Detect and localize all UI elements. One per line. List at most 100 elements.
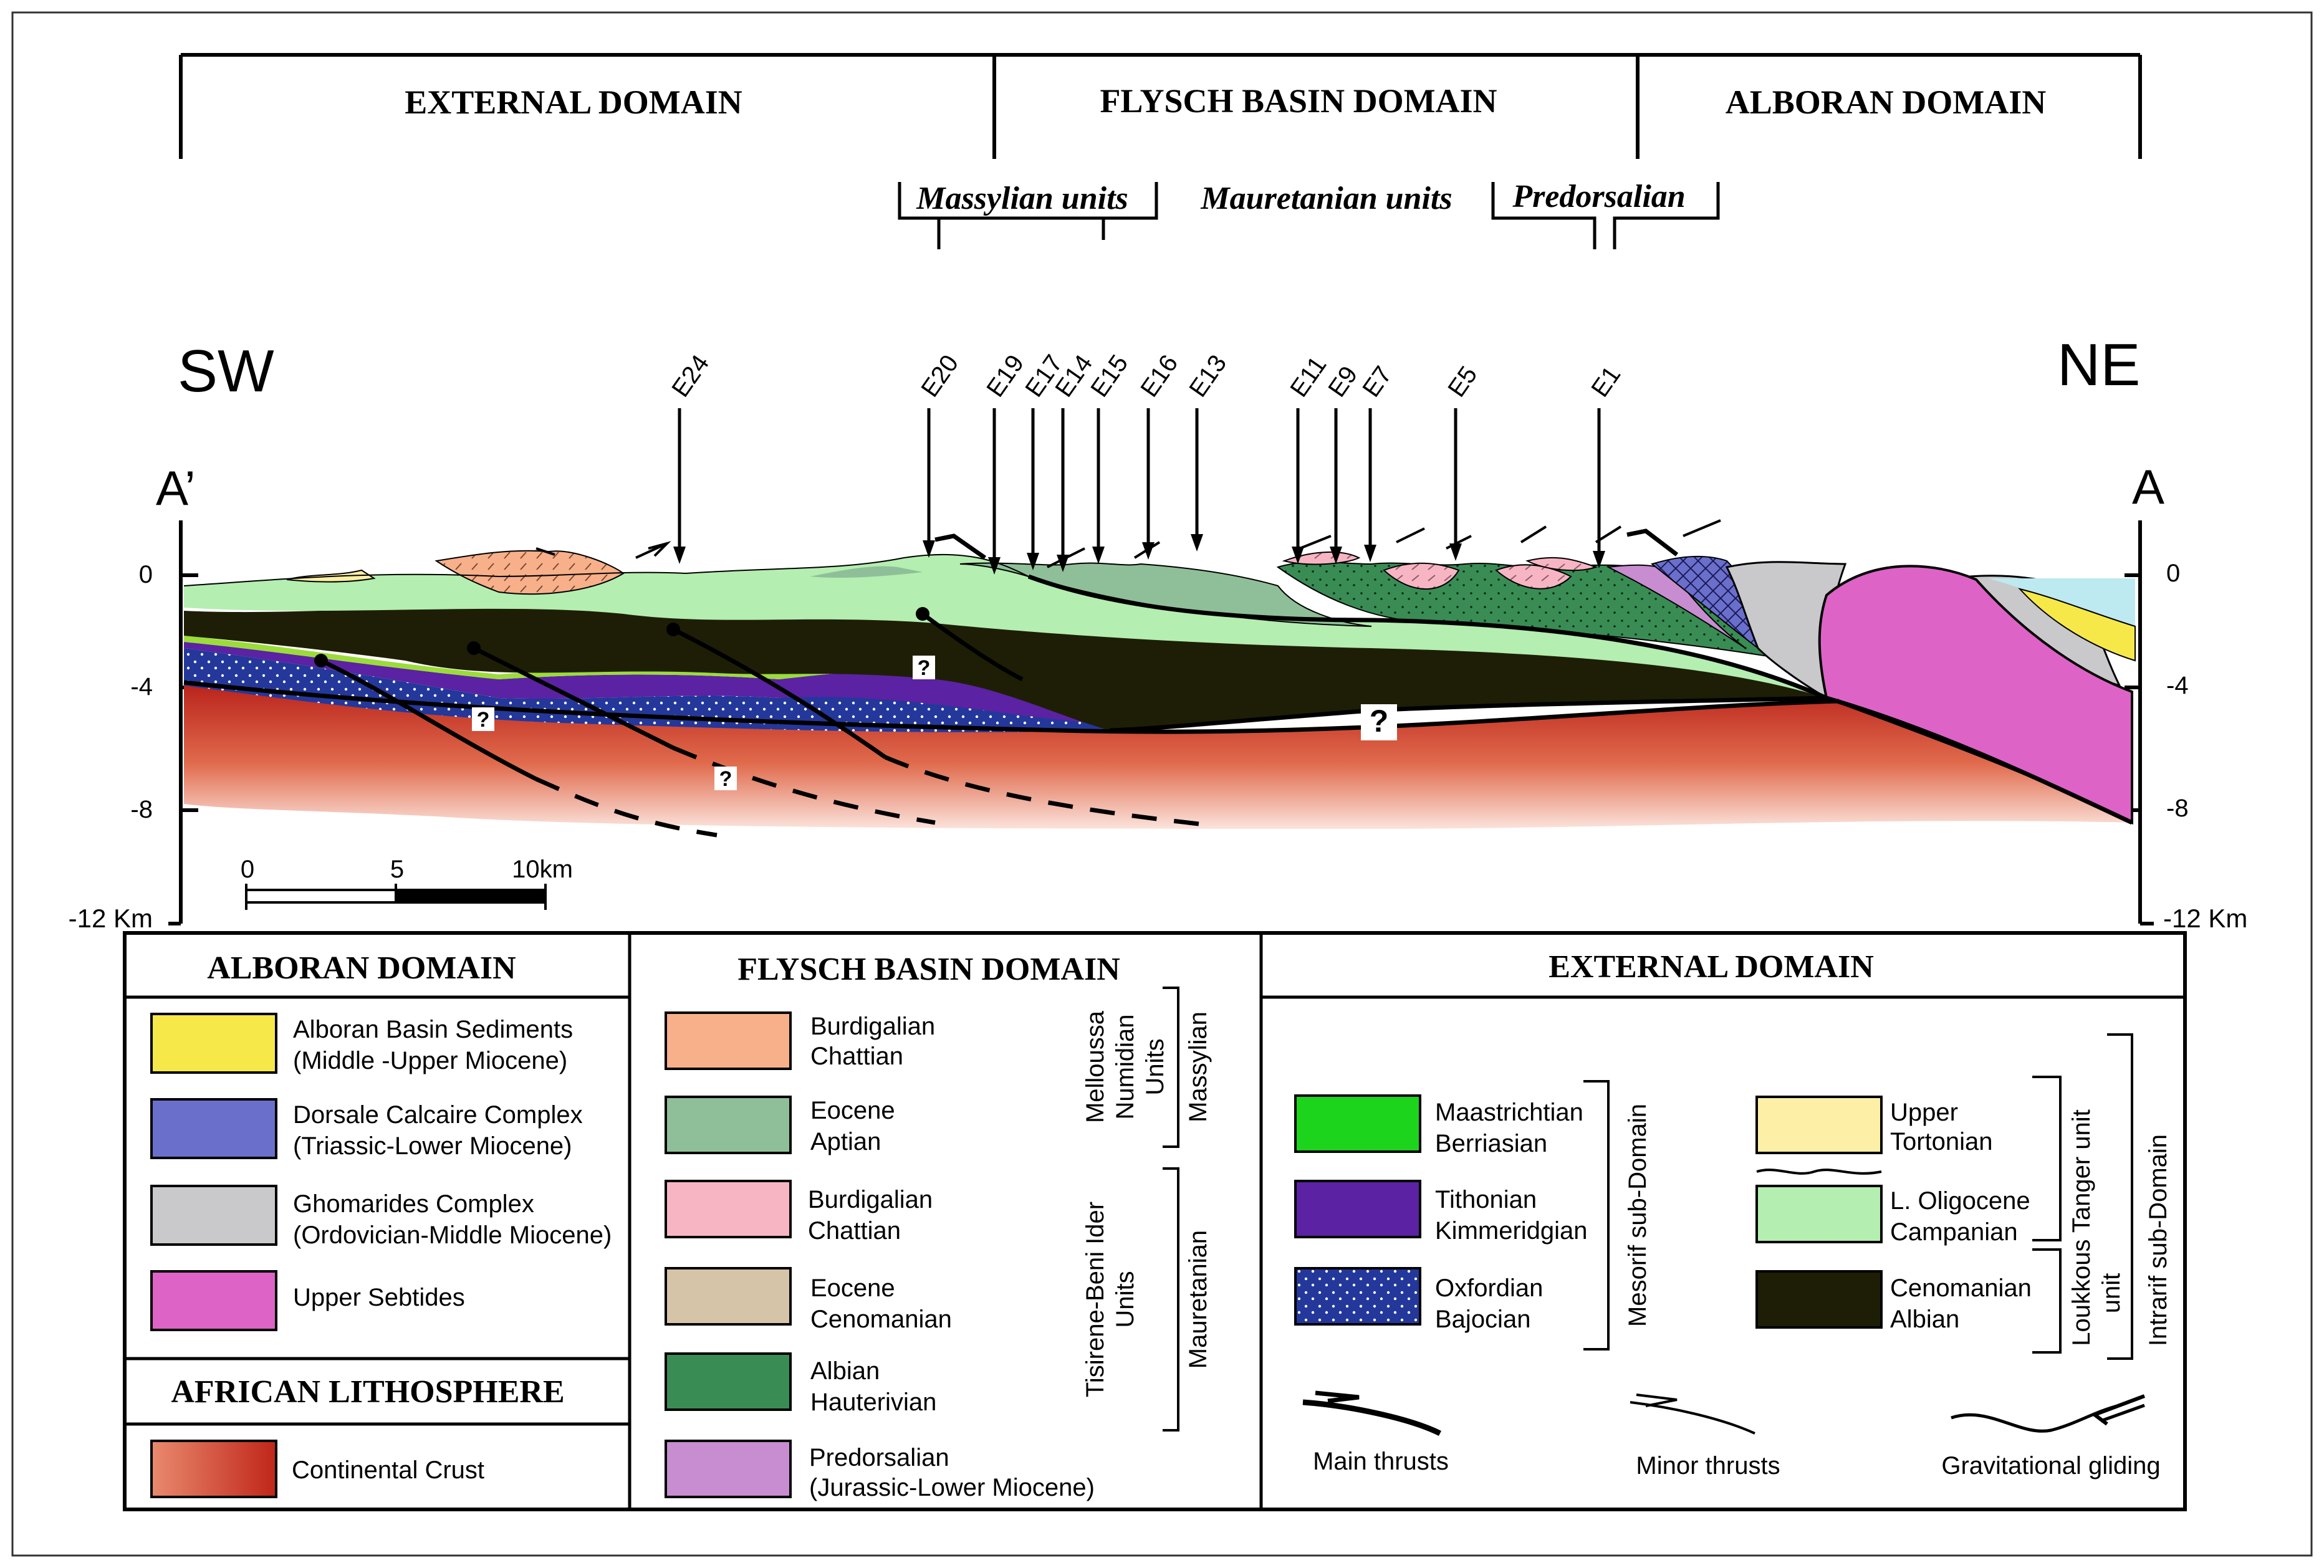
external-left-2-line2: Bajocian <box>1435 1306 1530 1333</box>
well-e9-arrowhead <box>1330 547 1342 564</box>
external-right-2-line1: Cenomanian <box>1890 1274 2032 1302</box>
left-tick-8: -8 <box>130 796 153 823</box>
mauretanian-pink-2 <box>1383 562 1460 590</box>
well-e24-label: E24 <box>666 350 714 403</box>
well-e5-label: E5 <box>1443 361 1482 402</box>
flysch-item-0-line2: Chattian <box>810 1043 903 1070</box>
flysch-swatch-4 <box>665 1352 792 1411</box>
flysch-swatch-2 <box>665 1180 792 1238</box>
main-thrust-lines <box>183 574 2133 825</box>
external-swatch-3 <box>1755 1096 1883 1154</box>
alboran-swatch-3 <box>150 1270 277 1331</box>
mesorif-bracket <box>1583 1080 1610 1350</box>
external-legend-right: Upper Tortonian L. Oligocene Campanian C… <box>1755 1096 2032 1333</box>
question-mark-2: ? <box>719 767 732 791</box>
well-e13-label: E13 <box>1184 350 1232 403</box>
question-mark-3: ? <box>918 656 931 680</box>
external-right-2-line2: Albian <box>1890 1306 1959 1333</box>
well-e1-label: E1 <box>1586 361 1626 402</box>
well-e19-arrowhead <box>988 557 1001 575</box>
flysch-item-3-line2: Cenomanian <box>810 1306 952 1333</box>
well-e11-label: E11 <box>1285 351 1332 402</box>
section-point-a: A <box>2132 459 2164 514</box>
scale-label-5: 5 <box>390 856 404 883</box>
sw-label: SW <box>178 338 274 404</box>
right-tick-0: 0 <box>2166 560 2180 587</box>
cross-section: ? ? ? ? <box>183 519 2136 838</box>
flysch-item-1-line2: Aptian <box>810 1128 881 1155</box>
mauretanian-bracket-label: Mauretanian <box>1184 1230 1212 1369</box>
alboran-item-2-line1: Ghomarides Complex <box>293 1190 534 1218</box>
alboran-item-2-line2: (Ordovician-Middle Miocene) <box>293 1221 612 1249</box>
flysch-item-3-line1: Eocene <box>810 1274 895 1302</box>
melloussa-label-2: Numidian <box>1112 1015 1139 1120</box>
right-tick-8: -8 <box>2166 795 2189 822</box>
legend-african-title: AFRICAN LITHOSPHERE <box>171 1374 564 1410</box>
alboran-item-0-line1: Alboran Basin Sediments <box>293 1016 573 1043</box>
main-thrusts-label: Main thrusts <box>1313 1448 1449 1475</box>
flysch-swatch-0 <box>665 1011 792 1070</box>
left-tick-0: 0 <box>139 561 153 588</box>
main-thrust-symbol <box>1302 1399 1442 1437</box>
flysch-item-4-line1: Albian <box>810 1357 880 1385</box>
well-e11-arrowhead <box>1292 547 1304 564</box>
external-swatch-0 <box>1294 1094 1421 1153</box>
ne-label: NE <box>2057 332 2140 398</box>
well-e20-arrowhead <box>923 540 935 558</box>
intrarif-label: Intrarif sub-Domain <box>2144 1134 2172 1346</box>
question-mark-1: ? <box>477 708 490 732</box>
melloussa-label-1: Melloussa <box>1082 1010 1109 1123</box>
alboran-swatch-2 <box>150 1185 277 1246</box>
flysch-item-0-line1: Burdigalian <box>810 1013 935 1040</box>
dashed-thrust-extensions <box>535 745 1216 838</box>
mesorif-label: Mesorif sub-Domain <box>1624 1104 1651 1327</box>
flysch-item-4-line2: Hauterivian <box>810 1389 936 1416</box>
mauretanian-units-label: Mauretanian units <box>1200 181 1452 216</box>
flysch-item-5-line2: (Jurassic-Lower Miocene) <box>809 1474 1095 1501</box>
well-e13-arrowhead <box>1191 534 1203 552</box>
well-e20-label: E20 <box>916 350 964 403</box>
minor-thrust-symbol <box>1630 1401 1755 1435</box>
flysch-swatch-5 <box>665 1440 792 1498</box>
flysch-item-2-line2: Chattian <box>808 1217 901 1245</box>
eocene-aptian-sheet <box>810 566 923 578</box>
well-e16-arrowhead <box>1142 542 1155 560</box>
figure-border <box>11 11 2313 1557</box>
legend-alboran-title: ALBORAN DOMAIN <box>207 950 516 986</box>
sub-unit-brackets <box>898 182 1720 249</box>
minor-thrusts-label: Minor thrusts <box>1636 1452 1780 1480</box>
legend-external-title: EXTERNAL DOMAIN <box>1549 949 1874 985</box>
question-marks: ? ? ? ? <box>472 656 1397 791</box>
alboran-item-1-line1: Dorsale Calcaire Complex <box>293 1101 583 1129</box>
alboran-domain-header: ALBORAN DOMAIN <box>1726 84 2047 121</box>
well-e19-label: E19 <box>981 350 1029 403</box>
external-right-0-line2: Tortonian <box>1890 1128 1993 1155</box>
predorsalian-label: Predorsalian <box>1512 179 1685 214</box>
african-legend-item: Continental Crust <box>150 1440 484 1498</box>
tisirene-label-2: Units <box>1112 1271 1139 1327</box>
well-e1-arrowhead <box>1593 551 1605 568</box>
external-swatch-4 <box>1755 1185 1883 1243</box>
flysch-domain-header: FLYSCH BASIN DOMAIN <box>1100 82 1497 120</box>
external-legend-left: Maastrichtian Berriasian Tithonian Kimme… <box>1294 1094 1588 1333</box>
tisirene-label-1: Tisirene-Beni Ider <box>1082 1202 1109 1397</box>
thrust-pivots <box>314 607 929 667</box>
sea-water <box>1989 578 2135 642</box>
well-e17-arrowhead <box>1027 553 1039 570</box>
external-left-0-line1: Maastrichtian <box>1435 1099 1583 1126</box>
thrust-symbols <box>1302 1390 2146 1437</box>
external-domain-header: EXTERNAL DOMAIN <box>405 84 742 121</box>
alboran-item-0-line2: (Middle -Upper Miocene) <box>293 1047 567 1074</box>
external-left-2-line1: Oxfordian <box>1435 1274 1543 1302</box>
flysch-swatch-3 <box>665 1267 792 1326</box>
external-swatch-5 <box>1755 1270 1883 1329</box>
flysch-item-1-line1: Eocene <box>810 1097 895 1124</box>
external-swatch-1 <box>1294 1180 1421 1238</box>
flysch-legend-items: Burdigalian Chattian Eocene Aptian Burdi… <box>665 1011 1095 1501</box>
melloussa-label-3: Units <box>1141 1038 1169 1095</box>
well-e14-label: E14 <box>1050 350 1098 403</box>
alboran-legend-items: Alboran Basin Sediments (Middle -Upper M… <box>150 1013 612 1331</box>
mauretanian-pink-1 <box>1282 551 1361 565</box>
well-e15-label: E15 <box>1085 350 1133 403</box>
